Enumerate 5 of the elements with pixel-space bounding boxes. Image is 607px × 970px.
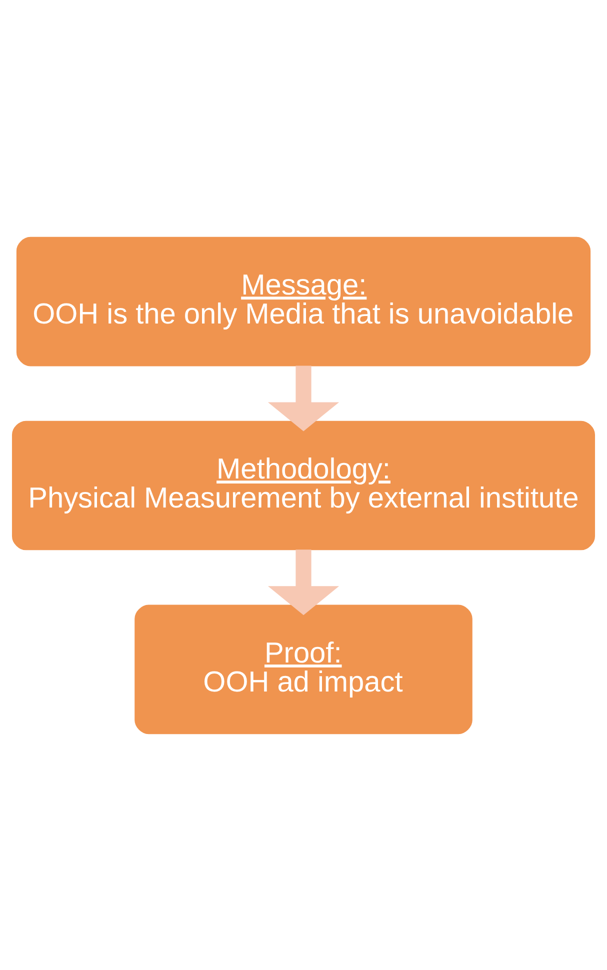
arrow: [268, 365, 340, 431]
node-box: Proof: OOH ad impact: [134, 604, 472, 734]
node-box: Message: OOH is the only Media that is unavoidable: [16, 236, 591, 366]
node-box: Methodology: Physical Measurement by external institute: [12, 420, 596, 550]
arrow: [268, 549, 340, 615]
